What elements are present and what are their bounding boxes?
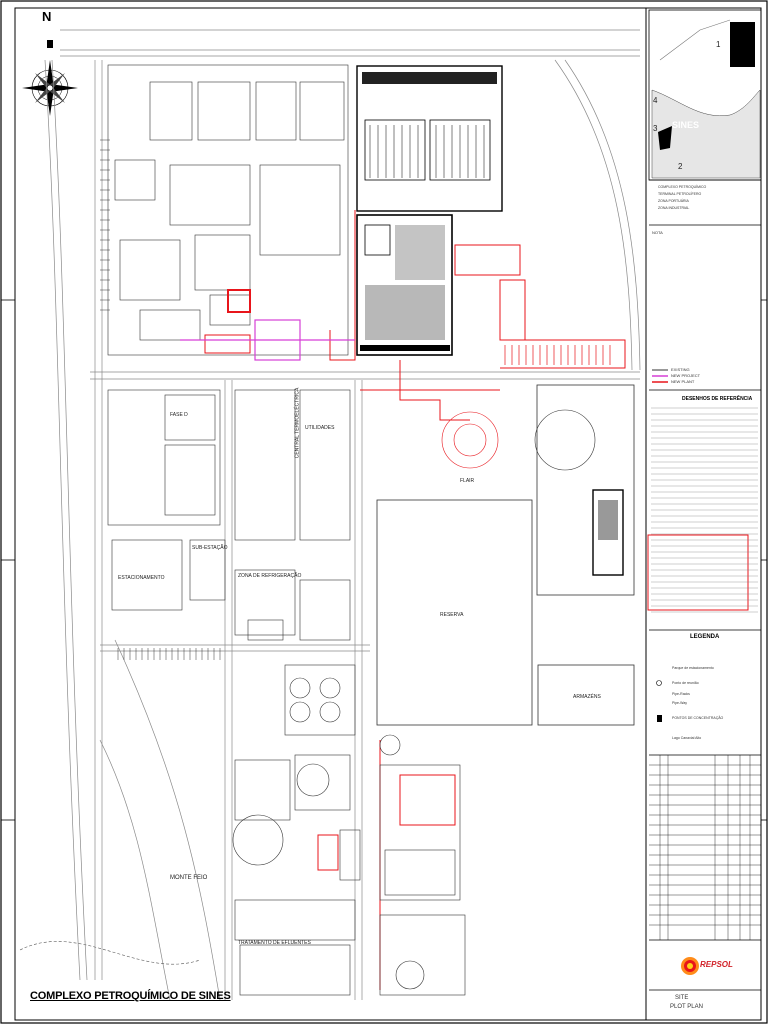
large-plots (376, 384, 635, 726)
tanks (232, 409, 596, 990)
keymap (648, 9, 762, 181)
magenta-lines (180, 319, 355, 361)
line-legend-new-plant: NEW PLANT (671, 379, 695, 384)
mid-west-area (107, 389, 351, 641)
titleblock-drawing: PLOT PLAN (670, 1004, 703, 1010)
area-label-utilidades: UTILIDADES (305, 425, 335, 431)
legend-title: LEGENDA (690, 634, 720, 640)
roads (44, 29, 641, 1001)
company-logo-text: REPSOL (700, 960, 733, 969)
line-legend-existing: EXISTING (671, 367, 690, 372)
keymap-legend-3: ZONA PORTUÁRIA (658, 199, 689, 203)
area-label-monte-feio: MONTE FEIO (170, 875, 208, 881)
legend-pipe-racks: Pipe-Racks (672, 692, 690, 696)
nw-area (107, 64, 349, 356)
legend-concentration-points: PONTOS DE CONCENTRAÇÃO (672, 716, 724, 720)
legend-meeting-point: Ponto de reunião (672, 681, 699, 685)
hatch-bar (117, 648, 221, 660)
keymap-marker-2: 2 (678, 162, 683, 171)
frame-ticks (1, 299, 767, 821)
reference-list (651, 407, 758, 613)
area-label-estacionamento: ESTACIONAMENTO (118, 575, 165, 581)
east-facility (592, 489, 624, 576)
revision-table (649, 755, 761, 940)
area-label-fase-d: FASE D (170, 412, 188, 418)
keymap-marker-3: 3 (653, 124, 658, 133)
new-plant-hatch (504, 345, 611, 365)
repsol-logo-icon (681, 957, 699, 975)
area-label-central-termoelectrica: CENTRAL TERMOELÉCTRICA (294, 387, 301, 459)
area-label-armazens: ARMAZÉNS (573, 694, 601, 700)
titleblock-site: SITE (675, 995, 689, 1001)
legend-lake: Lago Canavial Alto (672, 736, 702, 740)
area-label-sub-estacao: SUB-ESTAÇÃO (192, 545, 228, 551)
line-legend-new-project: NEW PROJECT (671, 373, 701, 378)
legend-symbols (652, 369, 668, 722)
legend-pipe-way: Pipe-Way (672, 701, 688, 705)
keymap-legend-1: COMPLEXO PETROQUÍMICO (658, 185, 707, 189)
note-label: NOTA (652, 230, 663, 235)
main-plant (356, 65, 503, 356)
keymap-city-label: SINES (672, 120, 700, 130)
reference-drawings-title: DESENHOS DE REFERÊNCIA (682, 396, 753, 402)
keymap-legend-4: ZONA INDUSTRIAL (658, 206, 690, 210)
south-area (234, 664, 466, 996)
area-label-zona-refrigeracao: ZONA DE REFRIGERAÇÃO (238, 573, 302, 579)
legend-parking: Parque de estacionamento (672, 666, 714, 670)
compass-rose-icon (22, 40, 78, 116)
north-label: N (42, 9, 52, 24)
railway (19, 941, 201, 965)
drawing-frame (14, 7, 762, 1021)
keymap-legend-2: TERMINAL PETROLÍFERO (658, 192, 702, 196)
keymap-marker-4: 4 (653, 96, 658, 105)
nw-ticks (100, 139, 110, 311)
area-label-reserva: RESERVA (440, 612, 464, 618)
area-label-tratamento-efluentes: TRATAMENTO DE EFLUENTES (238, 940, 311, 946)
area-label-flair: FLAIR (460, 478, 475, 484)
keymap-marker-1: 1 (716, 40, 721, 49)
page-title: COMPLEXO PETROQUÍMICO DE SINES (30, 990, 231, 1002)
right-panels (649, 179, 761, 991)
